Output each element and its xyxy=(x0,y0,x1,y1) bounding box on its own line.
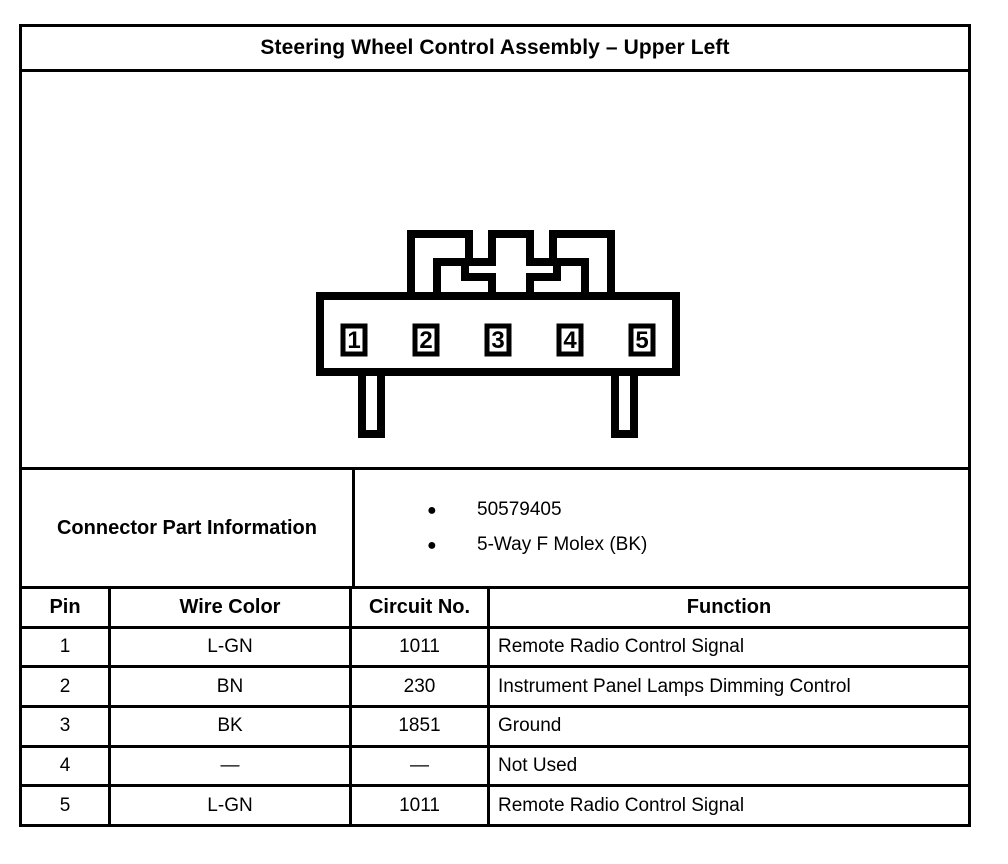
cell-wire-color: BN xyxy=(111,668,352,706)
connector-description: 5-Way F Molex (BK) xyxy=(477,534,648,555)
cell-function: Not Used xyxy=(498,755,578,777)
pin-box-label-5: 5 xyxy=(635,327,648,354)
cell-function: Remote Radio Control Signal xyxy=(498,794,745,816)
cell-wire-color: BK xyxy=(111,708,352,745)
page-title: Steering Wheel Control Assembly – Upper … xyxy=(260,36,730,59)
cell-function: Instrument Panel Lamps Dimming Control xyxy=(498,675,851,697)
cell-pin: 2 xyxy=(22,668,111,706)
connector-part-information-row: Connector Part Information ● 50579405 ● … xyxy=(22,470,968,589)
pin-table: Pin Wire Color Circuit No. Function 1 L-… xyxy=(22,589,968,825)
column-header-function: Function xyxy=(686,595,772,618)
cell-pin: 1 xyxy=(22,628,111,666)
list-item: ● 50579405 xyxy=(427,493,968,528)
cell-function: Remote Radio Control Signal xyxy=(498,636,745,657)
cell-pin: 4 xyxy=(22,747,111,785)
table-header-row: Pin Wire Color Circuit No. Function xyxy=(22,589,968,629)
table-row: 1 L-GN 1011 Remote Radio Control Signal xyxy=(22,628,968,669)
cell-wire-color: — xyxy=(111,747,352,785)
column-header-pin: Pin xyxy=(22,589,111,626)
table-row: 2 BN 230 Instrument Panel Lamps Dimming … xyxy=(22,668,968,709)
connector-part-information-list: ● 50579405 ● 5-Way F Molex (BK) xyxy=(355,470,968,586)
cell-circuit-no: 1851 xyxy=(352,708,490,745)
connector-part-information-label-cell: Connector Part Information xyxy=(22,470,355,586)
connector-part-information-label: Connector Part Information xyxy=(56,516,317,539)
pin-box-label-2: 2 xyxy=(419,327,432,354)
cell-circuit-no: 230 xyxy=(352,668,490,706)
bullet-icon: ● xyxy=(427,537,437,554)
column-header-circuit-no: Circuit No. xyxy=(352,589,490,626)
cell-circuit-no: — xyxy=(352,747,490,785)
connector-diagram-area: 1 2 3 4 5 xyxy=(22,72,968,470)
table-row: 4 — — Not Used xyxy=(22,747,968,788)
bullet-icon: ● xyxy=(427,502,437,519)
cell-circuit-no: 1011 xyxy=(352,787,490,825)
pin-box-label-3: 3 xyxy=(491,327,504,354)
cell-function: Ground xyxy=(498,715,562,737)
table-row: 3 BK 1851 Ground xyxy=(22,708,968,748)
pin-box-label-1: 1 xyxy=(347,327,360,354)
cell-circuit-no: 1011 xyxy=(352,628,490,666)
cell-pin: 5 xyxy=(22,787,111,825)
cell-pin: 3 xyxy=(22,708,111,745)
cell-wire-color: L-GN xyxy=(111,628,352,666)
connector-face-view-icon: 1 2 3 4 5 xyxy=(316,230,680,438)
pin-box-label-4: 4 xyxy=(563,327,577,354)
column-header-wire-color: Wire Color xyxy=(111,589,352,626)
cell-wire-color: L-GN xyxy=(111,787,352,825)
panel-title-row: Steering Wheel Control Assembly – Upper … xyxy=(22,27,968,72)
connector-detail-panel: Steering Wheel Control Assembly – Upper … xyxy=(19,24,971,827)
list-item: ● 5-Way F Molex (BK) xyxy=(427,528,968,563)
table-row: 5 L-GN 1011 Remote Radio Control Signal xyxy=(22,787,968,825)
connector-part-number: 50579405 xyxy=(477,499,562,520)
